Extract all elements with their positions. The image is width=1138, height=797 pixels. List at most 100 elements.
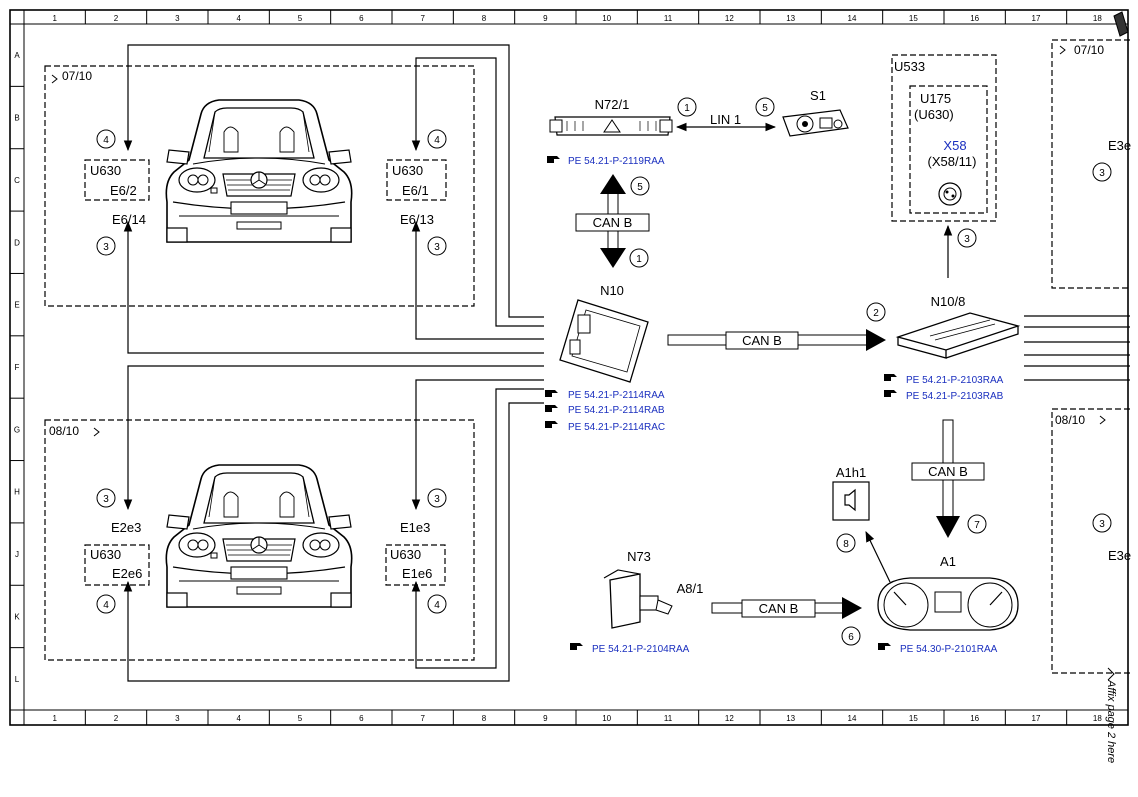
u533-label: U533 bbox=[894, 59, 925, 74]
grid-row-D: D bbox=[14, 238, 20, 247]
u630-label-bottom-right: U630 bbox=[390, 547, 421, 562]
e3-label-bottom-partial: E3e bbox=[1108, 548, 1131, 563]
grid-column-8: 8 bbox=[482, 14, 487, 23]
x58-label: X58 bbox=[943, 138, 966, 153]
step-1-lin: 1 bbox=[684, 103, 690, 114]
ref-n10-b[interactable]: PE 54.21-P-2114RAB bbox=[545, 405, 665, 416]
ref-n72-1-text: PE 54.21-P-2119RAA bbox=[568, 156, 665, 167]
s1-component: S1 bbox=[782, 88, 849, 137]
step-1-canb: 1 bbox=[636, 254, 642, 265]
step-2: 2 bbox=[873, 308, 879, 319]
grid-row-L: L bbox=[15, 675, 20, 684]
canb-right-label: CAN B bbox=[928, 464, 968, 479]
n72-1-label: N72/1 bbox=[595, 97, 630, 112]
grid-column-14: 14 bbox=[848, 714, 857, 723]
step-4-tr: 4 bbox=[434, 135, 440, 146]
a1h1-label: A1h1 bbox=[836, 465, 866, 480]
canb-bus-bottom: CAN B bbox=[711, 597, 862, 619]
ref-n10-a-text: PE 54.21-P-2114RAA bbox=[568, 390, 665, 401]
grid-column-15: 15 bbox=[909, 14, 918, 23]
a1-instrument-cluster: A1 bbox=[877, 554, 1019, 631]
n10-component: N10 bbox=[559, 283, 649, 383]
grid-column-2: 2 bbox=[114, 14, 119, 23]
ref-n10-8-a[interactable]: PE 54.21-P-2103RAA bbox=[884, 374, 1004, 386]
vehicle-front-illustration-top bbox=[165, 99, 353, 243]
ref-n10-a[interactable]: PE 54.21-P-2114RAA bbox=[545, 390, 665, 401]
step-6: 6 bbox=[848, 632, 854, 643]
u533-group: U533 U175 (U630) X58 (X58/11) bbox=[894, 59, 977, 206]
grid-column-12: 12 bbox=[725, 14, 734, 23]
grid-column-4: 4 bbox=[236, 14, 241, 23]
grid-column-14: 14 bbox=[848, 14, 857, 23]
grid-column-10: 10 bbox=[602, 714, 611, 723]
grid-column-3: 3 bbox=[175, 14, 180, 23]
ref-n72-1[interactable]: PE 54.21-P-2119RAA bbox=[547, 156, 665, 167]
u175-label: U175 bbox=[920, 91, 951, 106]
u630-label-top-left: U630 bbox=[90, 163, 121, 178]
step-numbers: 1 1 2 3 3 3 3 3 3 3 4 4 4 4 5 5 6 7 8 bbox=[96, 97, 1112, 646]
date-bottom: 08/10 bbox=[49, 424, 79, 438]
grid-row-A: A bbox=[14, 51, 20, 60]
date-top: 07/10 bbox=[62, 69, 92, 83]
u630-label-bottom-left: U630 bbox=[90, 547, 121, 562]
pe-references: PE 54.21-P-2119RAA PE 54.21-P-2114RAA PE… bbox=[545, 156, 1004, 655]
step-4-br: 4 bbox=[434, 600, 440, 611]
e2e3-label: E2e3 bbox=[111, 520, 141, 535]
ref-n10-8-b-text: PE 54.21-P-2103RAB bbox=[906, 391, 1004, 402]
ref-n10-b-text: PE 54.21-P-2114RAB bbox=[568, 405, 665, 416]
step-5-canb: 5 bbox=[637, 182, 643, 193]
step-3-br: 3 bbox=[434, 494, 440, 505]
step-3-tr: 3 bbox=[434, 242, 440, 253]
grid-row-H: H bbox=[14, 488, 20, 497]
affix-note: Affix page 2 here bbox=[1105, 679, 1117, 763]
grid-column-9: 9 bbox=[543, 714, 548, 723]
date-right-bottom: 08/10 bbox=[1055, 413, 1085, 427]
ref-n10-8-a-text: PE 54.21-P-2103RAA bbox=[906, 375, 1004, 386]
grid-row-B: B bbox=[14, 114, 19, 123]
grid-column-6: 6 bbox=[359, 714, 364, 723]
ref-n10-c[interactable]: PE 54.21-P-2114RAC bbox=[545, 421, 665, 433]
lin1-bus: LIN 1 bbox=[675, 112, 777, 132]
group-dates: 07/10 08/10 07/10 08/10 bbox=[49, 43, 1106, 438]
grid-column-2: 2 bbox=[114, 714, 119, 723]
ref-n73[interactable]: PE 54.21-P-2104RAA bbox=[570, 643, 690, 655]
frame bbox=[9, 9, 1129, 726]
e2e6-label: E2e6 bbox=[112, 566, 142, 581]
vehicle-front-illustration-bottom bbox=[165, 464, 353, 608]
grid-row-F: F bbox=[15, 363, 20, 372]
grid-column-3: 3 bbox=[175, 714, 180, 723]
a8-1-label: A8/1 bbox=[677, 581, 704, 596]
grid-column-4: 4 bbox=[236, 714, 241, 723]
e6-2-label: E6/2 bbox=[110, 183, 137, 198]
e1e3-label: E1e3 bbox=[400, 520, 430, 535]
grid-column-5: 5 bbox=[298, 714, 303, 723]
pen-icon bbox=[1113, 11, 1129, 37]
ref-a1-text: PE 54.30-P-2101RAA bbox=[900, 644, 998, 655]
step-8: 8 bbox=[843, 539, 849, 550]
lamp-labels: U630 E6/2 U630 E6/1 E6/14 E6/13 E2e3 E1e… bbox=[90, 138, 1131, 581]
step-5-lin: 5 bbox=[762, 103, 768, 114]
grid-column-1: 1 bbox=[52, 14, 57, 23]
grid-column-13: 13 bbox=[786, 714, 795, 723]
ref-n10-c-text: PE 54.21-P-2114RAC bbox=[568, 422, 665, 433]
step-3-right-bottom: 3 bbox=[1099, 519, 1105, 530]
e6-14-label: E6/14 bbox=[112, 212, 146, 227]
ref-a1[interactable]: PE 54.30-P-2101RAA bbox=[878, 643, 998, 655]
canb-bus-vertical: CAN B bbox=[575, 174, 650, 268]
grid-row-C: C bbox=[14, 176, 20, 185]
a1h1-component: A1h1 bbox=[832, 465, 870, 521]
a1-label: A1 bbox=[940, 554, 956, 569]
grid-column-15: 15 bbox=[909, 714, 918, 723]
u630-label-top-right: U630 bbox=[392, 163, 423, 178]
grid-column-12: 12 bbox=[725, 714, 734, 723]
canb-vertical-label: CAN B bbox=[593, 215, 633, 230]
n73-component: N73 A8/1 bbox=[603, 549, 704, 629]
ref-n10-8-b[interactable]: PE 54.21-P-2103RAB bbox=[884, 390, 1004, 402]
canb-bus-right: CAN B bbox=[911, 419, 985, 538]
u630-paren-label: (U630) bbox=[914, 107, 954, 122]
x58-11-label: (X58/11) bbox=[928, 154, 977, 169]
lin1-label: LIN 1 bbox=[710, 112, 741, 127]
canb-bottom-label: CAN B bbox=[759, 601, 799, 616]
grid-column-16: 16 bbox=[970, 14, 979, 23]
